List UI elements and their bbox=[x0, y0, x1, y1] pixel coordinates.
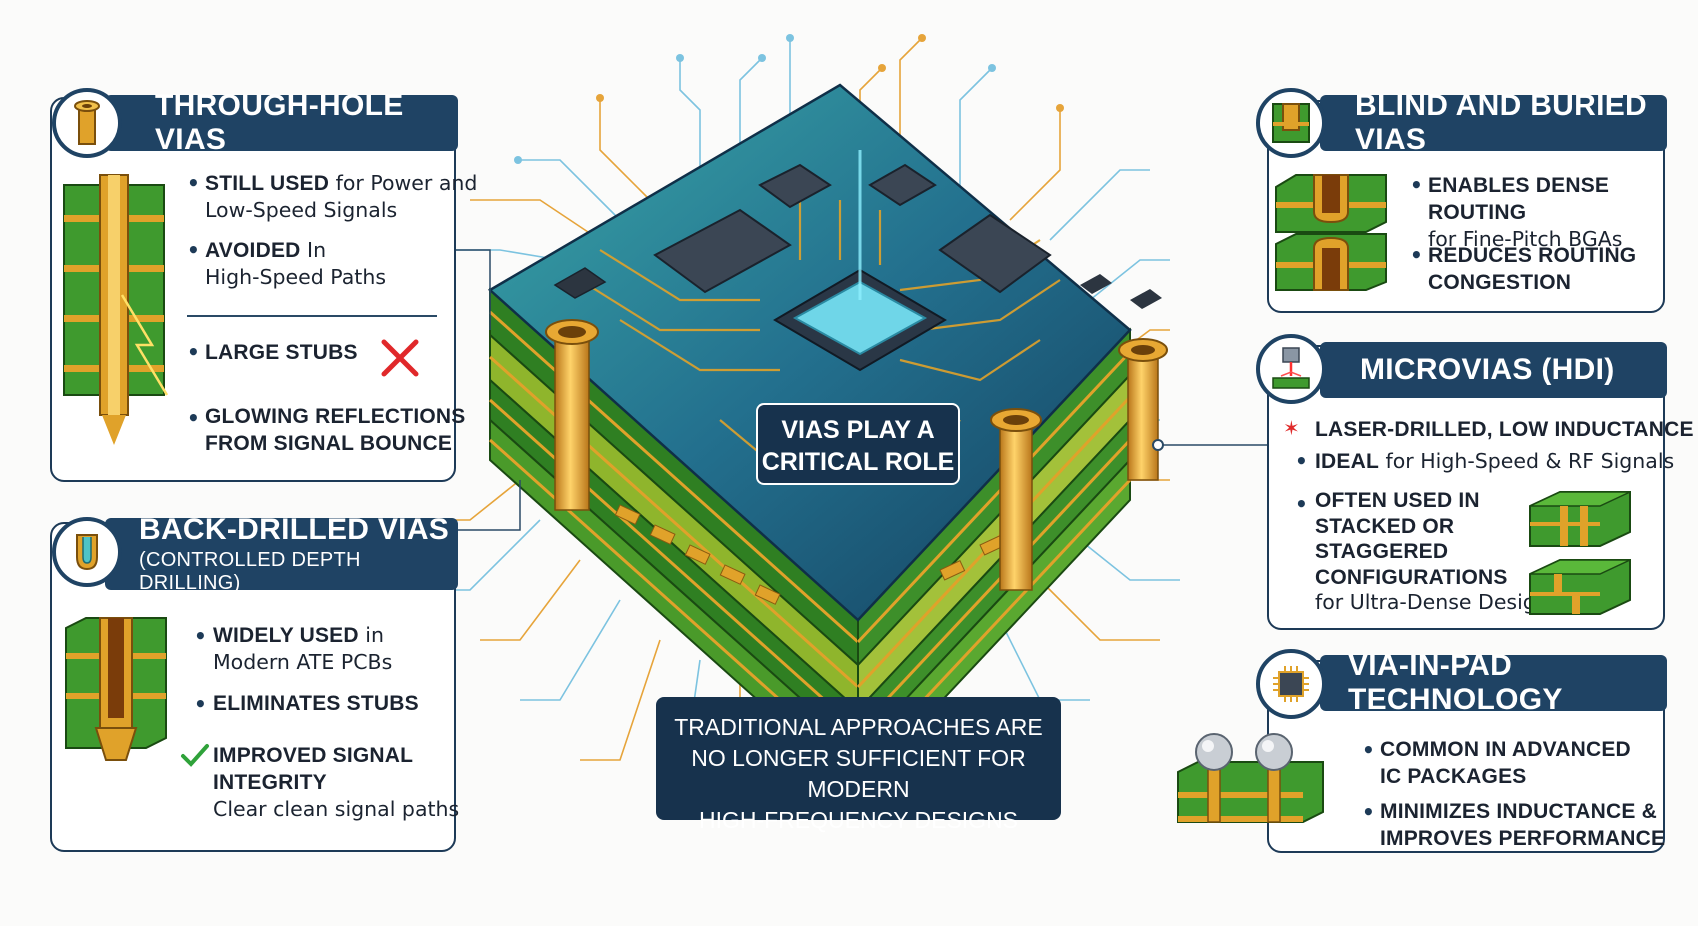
bottom-banner-line1: TRADITIONAL APPROACHES ARE bbox=[674, 714, 1043, 740]
stacked-microvia-diagram bbox=[1529, 491, 1631, 547]
through-hole-b2-rest: In bbox=[300, 238, 327, 262]
bullet: • bbox=[187, 171, 200, 195]
chip-icon bbox=[1273, 666, 1309, 702]
microvias-b2-rest: for High-Speed & RF Signals bbox=[1379, 449, 1675, 473]
laser-spark-icon: ✶ bbox=[1283, 416, 1300, 440]
bottom-banner-line3: HIGH-FREQUENCY DESIGNS bbox=[698, 807, 1019, 833]
via-in-pad-header: VIA-IN-PAD TECHNOLOGY bbox=[1320, 649, 1667, 716]
center-label: VIAS PLAY A CRITICAL ROLE bbox=[756, 403, 960, 485]
back-drilled-bullet-2: ELIMINATES STUBS bbox=[213, 690, 419, 717]
blind-buried-header: BLIND AND BURIED VIAS bbox=[1320, 89, 1667, 156]
back-drilled-b1-bold: WIDELY USED bbox=[213, 624, 359, 647]
blind-buried-title: BLIND AND BURIED VIAS bbox=[1355, 89, 1648, 156]
bullet: • bbox=[187, 238, 200, 262]
back-drilled-title: BACK-DRILLED VIAS bbox=[139, 513, 450, 546]
through-hole-b1-line2: Low-Speed Signals bbox=[205, 198, 398, 222]
microvias-b3-line2: STACKED OR bbox=[1315, 514, 1455, 538]
microvias-b3-line4: CONFIGURATIONS bbox=[1315, 565, 1508, 589]
bullet: • bbox=[1295, 449, 1308, 473]
via-in-pad-bullet-1: COMMON IN ADVANCED IC PACKAGES bbox=[1380, 736, 1631, 790]
through-hole-divider bbox=[187, 315, 437, 317]
through-hole-b3: LARGE STUBS bbox=[205, 341, 358, 364]
back-drilled-stack-diagram bbox=[65, 617, 167, 761]
blind-via-icon bbox=[1272, 103, 1310, 143]
microvias-b3-line1: OFTEN USED IN bbox=[1315, 489, 1480, 512]
through-hole-b2-bold: AVOIDED bbox=[205, 239, 301, 262]
microvias-badge bbox=[1256, 334, 1326, 404]
blind-buried-badge bbox=[1256, 88, 1326, 158]
back-drilled-bullet-3: IMPROVED SIGNAL INTEGRITY Clear clean sign… bbox=[213, 742, 459, 823]
staggered-microvia-diagram bbox=[1529, 559, 1631, 615]
blind-buried-bullet-1: ENABLES DENSE ROUTING for Fine-Pitch BGAs bbox=[1428, 172, 1698, 253]
through-hole-via-icon bbox=[74, 100, 100, 145]
bottom-banner: TRADITIONAL APPROACHES ARE NO LONGER SUF… bbox=[656, 697, 1061, 833]
through-hole-header: THROUGH-HOLE VIAS bbox=[105, 89, 458, 156]
through-hole-stack-diagram bbox=[63, 174, 169, 445]
back-drilled-b2: ELIMINATES STUBS bbox=[213, 692, 419, 715]
through-hole-bullet-4: GLOWING REFLECTIONS FROM SIGNAL BOUNCE bbox=[205, 403, 465, 457]
through-hole-b4-line1: GLOWING REFLECTIONS bbox=[205, 405, 466, 428]
back-drilled-badge bbox=[52, 517, 122, 587]
via-in-pad-b1-line2: IC PACKAGES bbox=[1380, 765, 1527, 788]
bullet: • bbox=[1410, 243, 1423, 267]
bullet: • bbox=[1410, 173, 1423, 197]
microvias-bullet-2: IDEAL for High-Speed & RF Signals bbox=[1315, 448, 1674, 475]
back-drilled-b1-rest: in bbox=[358, 623, 384, 647]
center-label-line1: VIAS PLAY A bbox=[781, 416, 935, 444]
bullet: • bbox=[187, 340, 200, 364]
microvias-b2-bold: IDEAL bbox=[1315, 450, 1379, 473]
microvias-bullet-1: LASER-DRILLED, LOW INDUCTANCE bbox=[1315, 416, 1694, 443]
cross-icon bbox=[381, 339, 419, 377]
through-hole-badge bbox=[52, 88, 122, 158]
via-in-pad-b1-line1: COMMON IN ADVANCED bbox=[1380, 738, 1631, 761]
check-icon bbox=[181, 744, 209, 767]
via-in-pad-badge bbox=[1256, 649, 1326, 719]
bullet: • bbox=[1295, 492, 1308, 516]
microvias-b1: LASER-DRILLED, LOW INDUCTANCE bbox=[1315, 418, 1694, 441]
via-in-pad-diagram bbox=[1177, 733, 1324, 823]
through-hole-b1-bold: STILL USED bbox=[205, 172, 330, 195]
blind-buried-b1-line1: ENABLES DENSE ROUTING bbox=[1428, 174, 1610, 224]
blind-buried-stack-diagram bbox=[1275, 174, 1387, 291]
through-hole-bullet-3: LARGE STUBS bbox=[205, 339, 358, 366]
through-hole-b1-rest: for Power and bbox=[329, 171, 478, 195]
bottom-banner-line2: NO LONGER SUFFICIENT FOR MODERN bbox=[691, 745, 1026, 802]
microvias-title: MICROVIAS (HDI) bbox=[1360, 353, 1615, 386]
through-hole-b4-line2: FROM SIGNAL BOUNCE bbox=[205, 432, 453, 455]
blind-buried-bullet-2: REDUCES ROUTING CONGESTION bbox=[1428, 242, 1636, 296]
microvias-header: MICROVIAS (HDI) bbox=[1320, 342, 1667, 398]
center-label-line2: CRITICAL ROLE bbox=[761, 448, 955, 476]
bullet: • bbox=[187, 406, 200, 430]
bullet: • bbox=[1362, 800, 1375, 824]
bullet: • bbox=[194, 692, 207, 716]
microvias-b3-line5: for Ultra-Dense Designs bbox=[1315, 590, 1560, 614]
blind-buried-b1-line2: for Fine-Pitch BGAs bbox=[1428, 227, 1623, 251]
blind-buried-b2-line2: CONGESTION bbox=[1428, 271, 1572, 294]
through-hole-title: THROUGH-HOLE VIAS bbox=[155, 89, 404, 156]
through-hole-b2-line2: High-Speed Paths bbox=[205, 265, 387, 289]
back-drilled-via-icon bbox=[76, 534, 98, 571]
blind-buried-b2-line1: REDUCES ROUTING bbox=[1428, 244, 1637, 267]
laser-icon bbox=[1272, 347, 1310, 389]
via-in-pad-bullet-2: MINIMIZES INDUCTANCE & IMPROVES PERFORMAN… bbox=[1380, 798, 1665, 852]
via-in-pad-b2-line1: MINIMIZES INDUCTANCE & bbox=[1380, 800, 1658, 823]
back-drilled-b1-line2: Modern ATE PCBs bbox=[213, 650, 393, 674]
bullet: • bbox=[1362, 738, 1375, 762]
back-drilled-header: BACK-DRILLED VIAS (CONTROLLED DEPTH DRIL… bbox=[105, 513, 458, 594]
microvias-b3-line3: STAGGERED bbox=[1315, 540, 1449, 563]
back-drilled-b3-line3: Clear clean signal paths bbox=[213, 797, 460, 821]
back-drilled-b3-line1: IMPROVED SIGNAL bbox=[213, 744, 414, 767]
back-drilled-b3-line2: INTEGRITY bbox=[213, 771, 327, 794]
via-in-pad-title: VIA-IN-PAD TECHNOLOGY bbox=[1348, 649, 1563, 716]
bullet: • bbox=[194, 624, 207, 648]
via-in-pad-b2-line2: IMPROVES PERFORMANCE bbox=[1380, 827, 1666, 850]
back-drilled-subtitle: (CONTROLLED DEPTH DRILLING) bbox=[139, 549, 361, 594]
